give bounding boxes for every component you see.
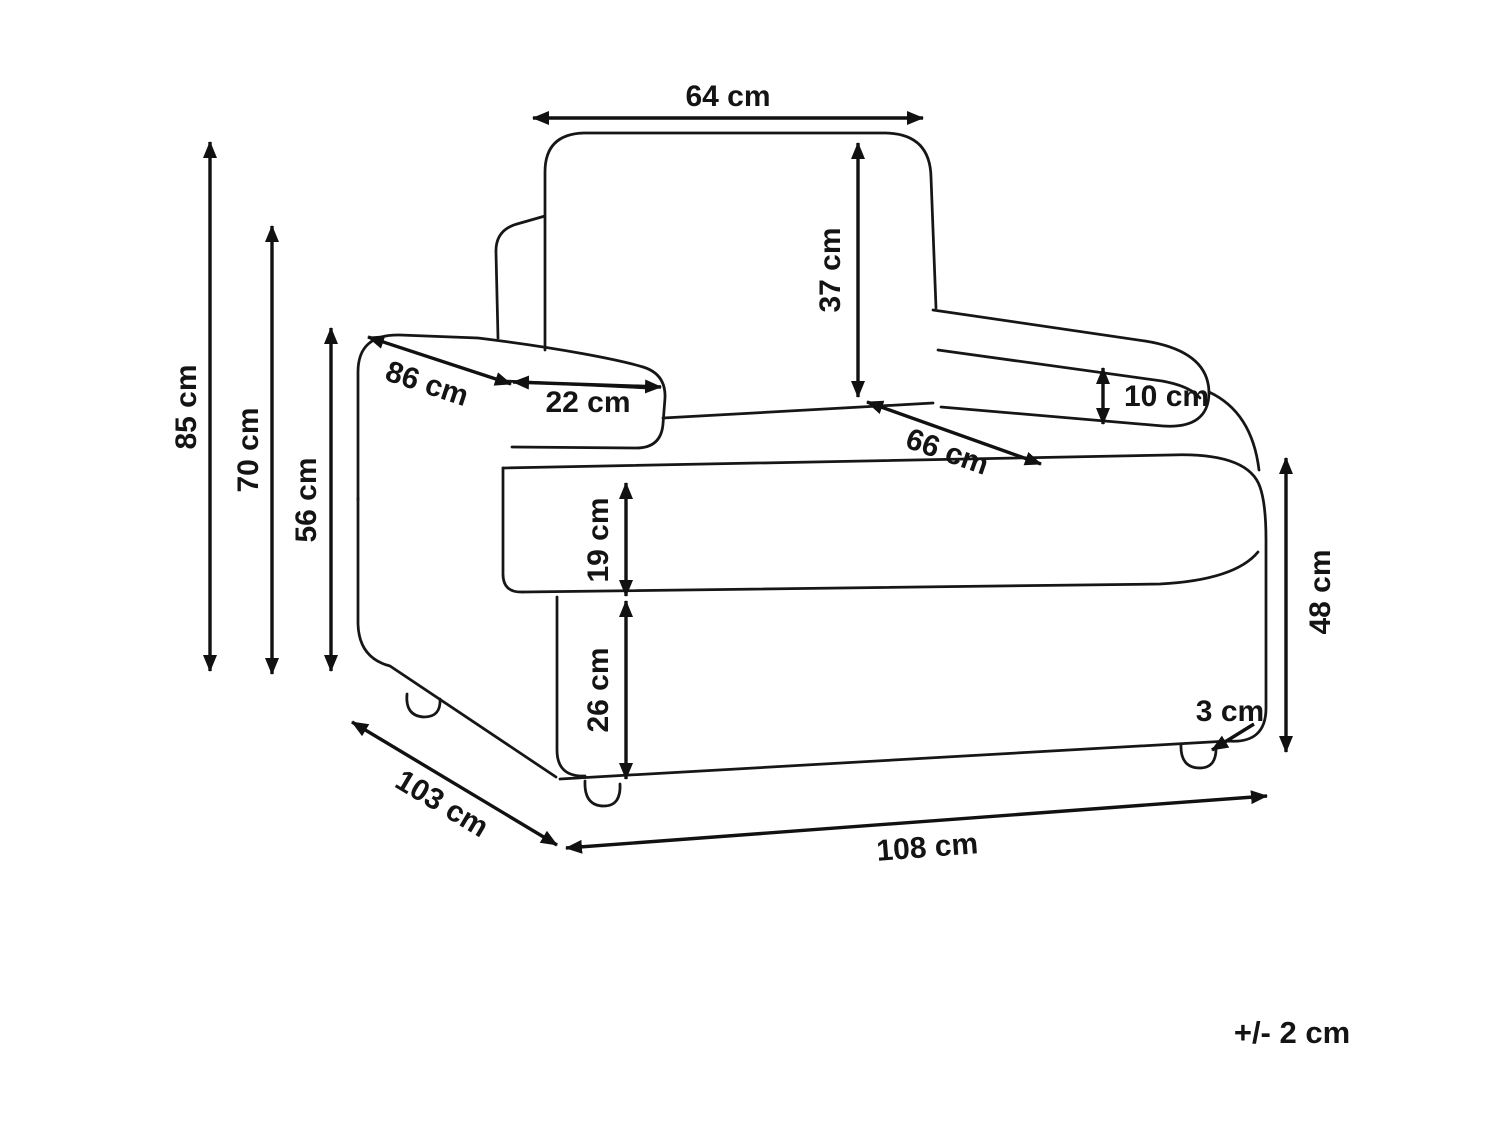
dim-armrest-length-arrow (367, 335, 512, 386)
base-left-edge (555, 595, 587, 778)
dim-backrest-height-label: 37 cm (814, 227, 847, 312)
dim-base-height-label: 26 cm (582, 647, 615, 732)
dim-overall-height-label: 85 cm (170, 364, 203, 449)
seat-cushion-left-edge (501, 466, 525, 594)
leg-left (405, 692, 442, 719)
dim-armrest-length: 86 cm (367, 335, 512, 413)
dim-backrest-height: 37 cm (814, 142, 865, 398)
dim-overall-depth: 103 cm (351, 720, 558, 847)
tolerance-note: +/- 2 cm (1234, 1015, 1350, 1050)
dim-seat-cushion-height: 19 cm (582, 482, 633, 597)
dim-seat-cushion-height-label: 19 cm (582, 497, 615, 582)
dim-leg-height: 3 cm (1196, 695, 1264, 752)
backrest-side-strip (494, 214, 547, 340)
dim-armrest-width: 22 cm (512, 375, 662, 419)
left-side-body (356, 496, 558, 779)
leg-right (1179, 742, 1218, 770)
dim-overall-height: 85 cm (170, 141, 217, 672)
seat-cushion-bottom-edge (521, 550, 1260, 594)
dim-base-height: 26 cm (582, 600, 633, 780)
dim-backrest-width-label: 64 cm (685, 80, 770, 113)
dim-overall-width-label: 108 cm (875, 827, 979, 868)
armchair-drawing (356, 131, 1268, 808)
dim-armrest-height-label: 56 cm (290, 457, 323, 542)
dim-armrest-width-arrow (512, 375, 662, 394)
dim-overall-width: 108 cm (565, 790, 1268, 868)
dim-overall-depth-arrow (351, 720, 558, 847)
dim-armrest-width-label: 22 cm (545, 386, 630, 419)
dim-backrest-width: 64 cm (532, 80, 924, 125)
dim-side-height: 48 cm (1279, 457, 1337, 753)
dim-side-height-label: 48 cm (1304, 549, 1337, 634)
dim-seat-depth-arrow (866, 400, 1042, 466)
dim-armrest-thickness: 10 cm (1096, 367, 1209, 425)
backrest (543, 131, 938, 352)
dimension-annotations: 64 cm 37 cm 85 cm 70 cm 56 cm 86 cm (170, 80, 1350, 1050)
dim-back-height: 70 cm (232, 225, 279, 675)
right-armrest-crease (936, 348, 1202, 400)
dim-leg-height-label: 3 cm (1196, 695, 1264, 728)
dim-leg-height-arrow (1211, 722, 1255, 752)
seat-and-base-silhouette (501, 453, 1268, 781)
dim-overall-width-arrow (565, 790, 1268, 854)
dim-armrest-height: 56 cm (290, 327, 338, 672)
right-side-join (1207, 390, 1261, 472)
dim-armrest-length-label: 86 cm (381, 355, 472, 413)
leg-front (583, 779, 622, 808)
dim-back-height-label: 70 cm (232, 407, 265, 492)
dim-armrest-thickness-label: 10 cm (1124, 380, 1209, 413)
